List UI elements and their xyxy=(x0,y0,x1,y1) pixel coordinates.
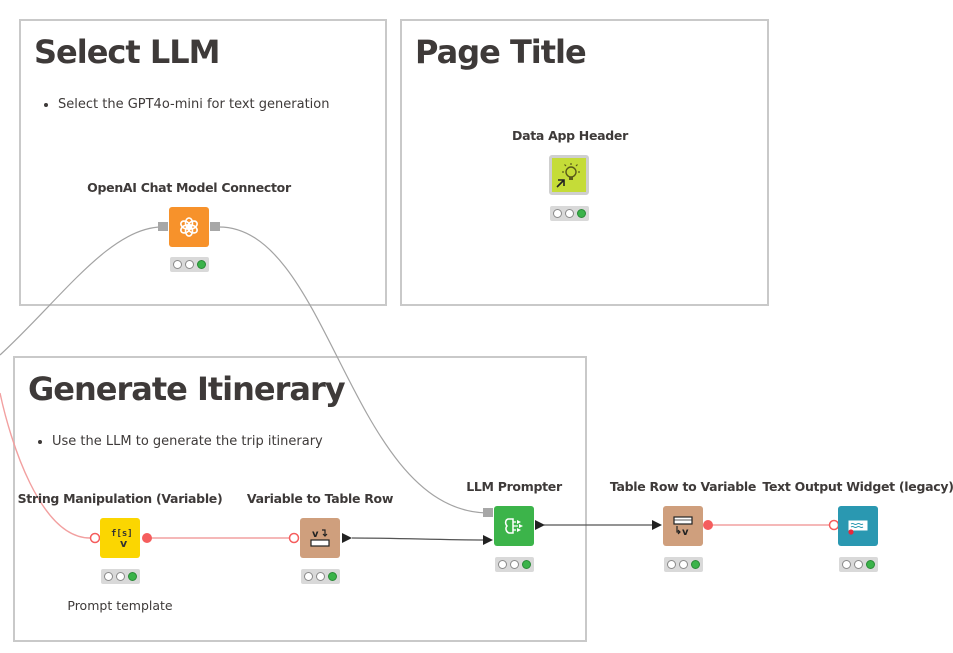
node-status-indicator xyxy=(664,557,703,572)
flow-variable-out-port[interactable] xyxy=(142,533,152,543)
node-label-variable-to-table-row: Variable to Table Row xyxy=(246,491,394,506)
status-light-yellow xyxy=(854,560,863,569)
node-string-manipulation-variable[interactable]: f[s] v xyxy=(100,518,140,558)
status-light-red xyxy=(173,260,182,269)
node-status-indicator xyxy=(550,206,589,221)
annotation-title: Generate Itinerary xyxy=(28,370,346,408)
node-status-indicator xyxy=(839,557,878,572)
annotation-bullet: Select the GPT4o-mini for text generatio… xyxy=(58,97,329,112)
data-in-port[interactable] xyxy=(483,535,493,545)
annotation-title: Page Title xyxy=(415,33,587,71)
flow-variable-in-port[interactable] xyxy=(89,532,101,544)
model-in-port[interactable] xyxy=(483,508,493,517)
node-label-text-output-widget: Text Output Widget (legacy) xyxy=(762,479,953,494)
annotation-bullets: Use the LLM to generate the trip itinera… xyxy=(28,434,323,449)
data-out-port[interactable] xyxy=(535,520,545,530)
status-light-red xyxy=(667,560,676,569)
annotation-generate-itinerary: Generate Itinerary Use the LLM to genera… xyxy=(13,356,587,642)
status-light-yellow xyxy=(316,572,325,581)
node-label-table-row-to-variable: Table Row to Variable xyxy=(609,479,757,494)
annotation-page-title: Page Title xyxy=(400,19,769,306)
node-llm-prompter[interactable] xyxy=(494,506,534,546)
status-light-yellow xyxy=(185,260,194,269)
status-light-green xyxy=(577,209,586,218)
node-variable-to-table-row[interactable]: v xyxy=(300,518,340,558)
node-status-indicator xyxy=(170,257,209,272)
model-out-port[interactable] xyxy=(210,222,220,231)
status-light-red xyxy=(104,572,113,581)
node-status-indicator xyxy=(301,569,340,584)
node-label-data-app-header: Data App Header xyxy=(512,128,628,143)
node-data-app-header[interactable] xyxy=(549,155,589,195)
node-label-llm-prompter: LLM Prompter xyxy=(466,479,562,494)
status-light-yellow xyxy=(510,560,519,569)
node-table-row-to-variable[interactable]: v xyxy=(663,506,703,546)
node-openai-chat-model-connector[interactable] xyxy=(169,207,209,247)
model-out-port[interactable] xyxy=(158,222,168,231)
svg-text:v: v xyxy=(312,529,319,540)
lightbulb-icon xyxy=(556,163,580,188)
annotation-bullet: Use the LLM to generate the trip itinera… xyxy=(52,434,323,449)
status-light-green xyxy=(328,572,337,581)
flow-variable-out-port[interactable] xyxy=(703,520,713,530)
annotation-title: Select LLM xyxy=(34,33,220,71)
openai-icon xyxy=(180,217,198,237)
model-connection-wire[interactable] xyxy=(0,226,163,356)
node-annotation-prompt-template: Prompt template xyxy=(67,598,173,613)
svg-text:v: v xyxy=(120,537,128,550)
status-light-red xyxy=(842,560,851,569)
flow-variable-in-port[interactable] xyxy=(288,532,300,544)
variable-to-table-icon: v xyxy=(310,529,330,547)
model-connection-wire[interactable] xyxy=(218,226,488,514)
node-status-indicator xyxy=(101,569,140,584)
status-light-red xyxy=(304,572,313,581)
node-status-indicator xyxy=(495,557,534,572)
status-light-green xyxy=(866,560,875,569)
status-light-red xyxy=(553,209,562,218)
status-light-green xyxy=(128,572,137,581)
node-text-output-widget[interactable] xyxy=(838,506,878,546)
string-manipulation-icon: f[s] v xyxy=(111,529,133,550)
status-light-yellow xyxy=(116,572,125,581)
annotation-bullets: Select the GPT4o-mini for text generatio… xyxy=(34,97,329,112)
text-output-widget-icon xyxy=(848,520,868,535)
status-light-red xyxy=(498,560,507,569)
data-out-port[interactable] xyxy=(342,533,352,543)
status-light-green xyxy=(522,560,531,569)
status-light-yellow xyxy=(565,209,574,218)
node-label-string-manipulation: String Manipulation (Variable) xyxy=(17,491,223,506)
data-in-port[interactable] xyxy=(652,520,662,530)
flow-variable-wire[interactable] xyxy=(0,392,91,539)
svg-text:f[s]: f[s] xyxy=(111,529,133,539)
table-to-variable-icon: v xyxy=(673,516,693,538)
data-connection-wire[interactable] xyxy=(351,537,486,541)
status-light-yellow xyxy=(679,560,688,569)
node-label-openai-connector: OpenAI Chat Model Connector xyxy=(87,180,291,195)
status-light-green xyxy=(691,560,700,569)
llm-prompter-icon xyxy=(504,518,523,534)
status-light-green xyxy=(197,260,206,269)
svg-text:v: v xyxy=(682,527,689,538)
